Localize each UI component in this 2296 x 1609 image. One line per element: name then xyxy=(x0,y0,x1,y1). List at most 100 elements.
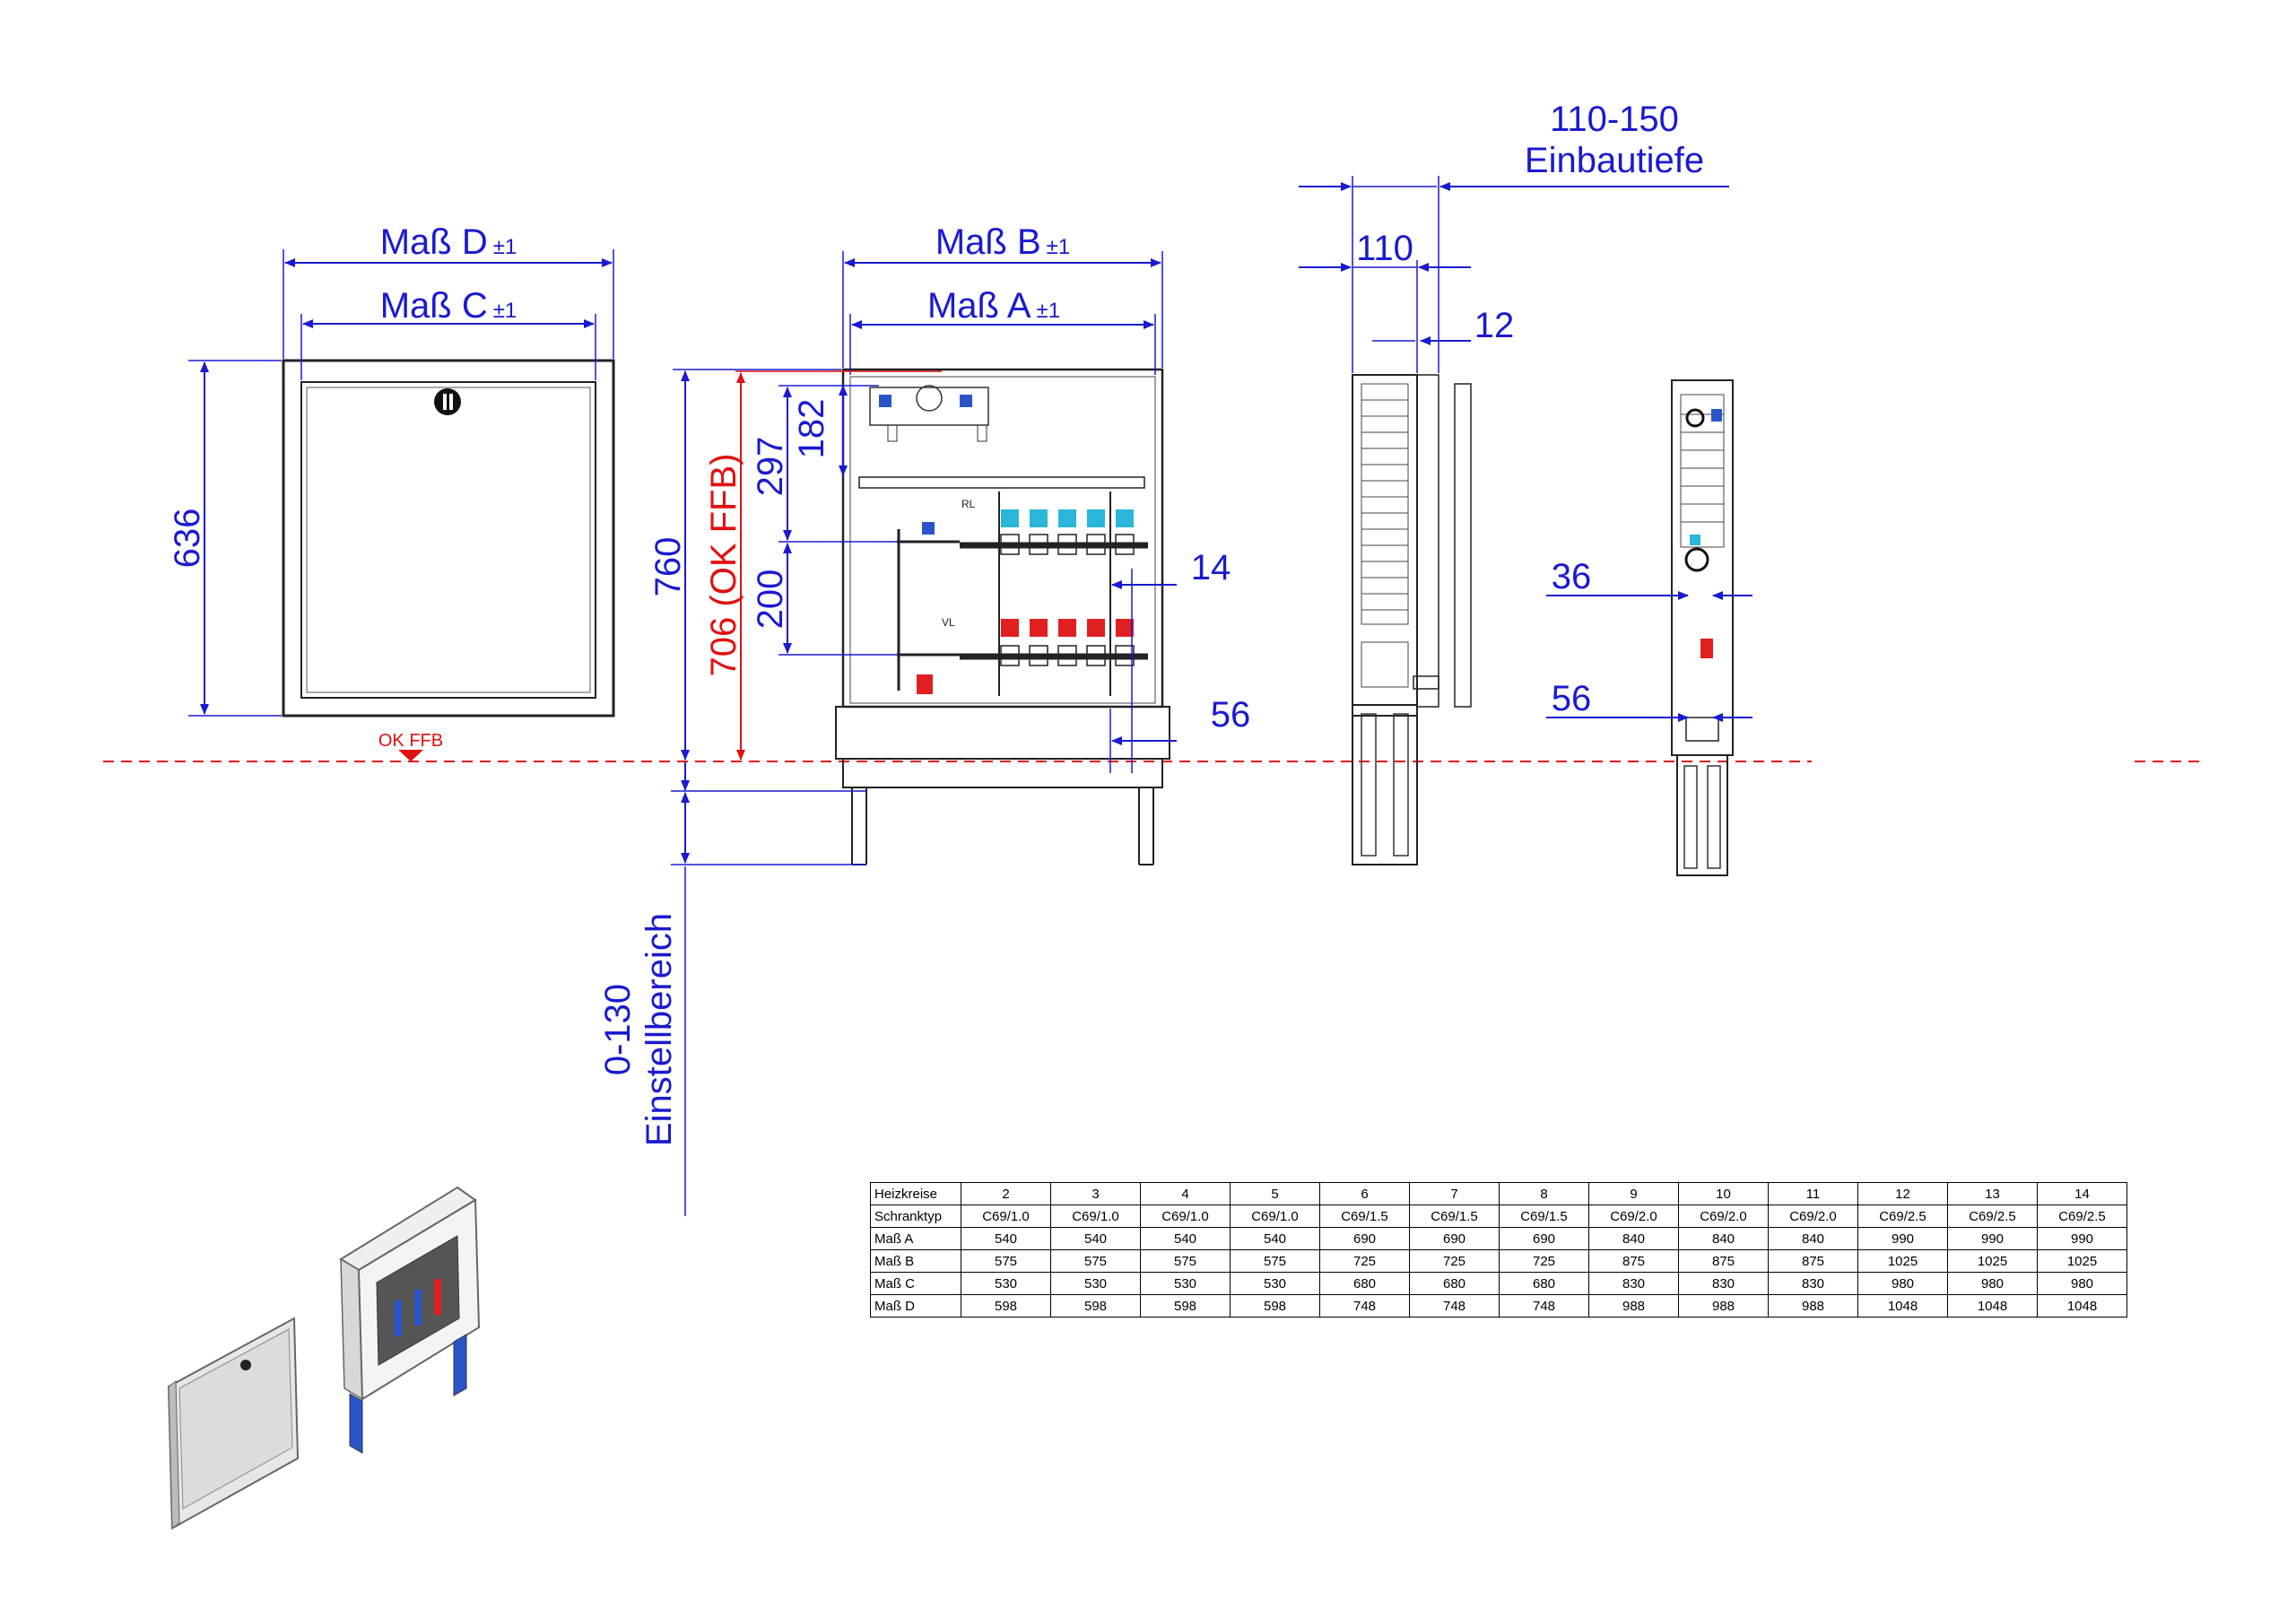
table-cell: 540 xyxy=(1230,1227,1320,1250)
ok-ffb-marker: OK FFB xyxy=(378,731,443,761)
table-cell: 680 xyxy=(1409,1272,1500,1295)
table-cell: 1025 xyxy=(1857,1249,1948,1273)
table-cell: 5 xyxy=(1230,1182,1320,1205)
product-door-illustration xyxy=(167,1317,300,1530)
table-cell: 748 xyxy=(1319,1294,1410,1318)
dim-mass-b: Maß B±1 xyxy=(842,222,1163,368)
table-cell: 14 xyxy=(2037,1182,2127,1205)
side-detail-view xyxy=(1671,379,1734,876)
svg-text:297: 297 xyxy=(751,437,790,497)
table-cell: C69/2.0 xyxy=(1678,1205,1769,1228)
dim-706: 706 (OK FFB) xyxy=(704,370,942,761)
table-cell: 725 xyxy=(1409,1249,1500,1273)
dim-mass-a: Maß A±1 xyxy=(849,286,1156,375)
top-valve-group xyxy=(869,385,989,442)
dim-14: 14 xyxy=(1111,548,1231,773)
row-label: Maß A xyxy=(870,1227,961,1250)
dim-760: 760 xyxy=(648,369,841,761)
table-cell: 830 xyxy=(1588,1272,1679,1295)
table-cell: 12 xyxy=(1857,1182,1948,1205)
table-cell: C69/2.0 xyxy=(1588,1205,1679,1228)
table-cell: C69/2.5 xyxy=(2037,1205,2127,1228)
table-cell: C69/1.5 xyxy=(1409,1205,1500,1228)
dim-mass-d: Maß D±1 xyxy=(283,222,614,359)
table-cell: 13 xyxy=(1947,1182,2038,1205)
table-cell: 830 xyxy=(1678,1272,1769,1295)
svg-text:12: 12 xyxy=(1474,306,1515,345)
table-cell: 690 xyxy=(1499,1227,1589,1250)
table-cell: 2 xyxy=(961,1182,1051,1205)
table-cell: C69/1.5 xyxy=(1319,1205,1410,1228)
table-cell: 4 xyxy=(1140,1182,1231,1205)
row-label: Schranktyp xyxy=(870,1205,961,1228)
table-cell: 530 xyxy=(1050,1272,1141,1295)
row-label: Maß C xyxy=(870,1272,961,1295)
svg-text:14: 14 xyxy=(1191,548,1231,587)
row-label: Heizkreise xyxy=(870,1182,961,1205)
table-cell: 875 xyxy=(1588,1249,1679,1273)
svg-text:Maß D±1: Maß D±1 xyxy=(380,222,517,262)
svg-text:Maß B±1: Maß B±1 xyxy=(935,222,1070,262)
table-cell: 575 xyxy=(961,1249,1051,1273)
table-cell: 980 xyxy=(1857,1272,1948,1295)
vl-label: VL xyxy=(942,616,955,629)
table-cell: C69/2.5 xyxy=(1857,1205,1948,1228)
table-cell: 988 xyxy=(1678,1294,1769,1318)
table-cell: 11 xyxy=(1768,1182,1858,1205)
table-cell: 690 xyxy=(1319,1227,1410,1250)
dim-182: 182 xyxy=(792,385,848,476)
table-cell: 988 xyxy=(1588,1294,1679,1318)
table-cell: 530 xyxy=(961,1272,1051,1295)
table-cell: 10 xyxy=(1678,1182,1769,1205)
table-cell: 990 xyxy=(1857,1227,1948,1250)
dim-einstellbereich: 0-130 Einstellbereich xyxy=(598,762,866,1216)
table-cell: 1025 xyxy=(2037,1249,2127,1273)
table-cell: 1048 xyxy=(1857,1294,1948,1318)
table-cell: 9 xyxy=(1588,1182,1679,1205)
table-cell: 575 xyxy=(1140,1249,1231,1273)
lock-icon xyxy=(434,388,461,415)
table-cell: 598 xyxy=(1050,1294,1141,1318)
svg-text:200: 200 xyxy=(751,570,790,630)
table-cell: C69/2.0 xyxy=(1768,1205,1858,1228)
einstellbereich-label: Einstellbereich xyxy=(639,913,679,1146)
dim-200: 200 xyxy=(751,543,897,656)
return-valve-row xyxy=(1000,509,1135,555)
table-cell: 530 xyxy=(1140,1272,1231,1295)
table-cell: 830 xyxy=(1768,1272,1858,1295)
table-cell: 598 xyxy=(1230,1294,1320,1318)
svg-text:36: 36 xyxy=(1552,557,1592,596)
svg-text:636: 636 xyxy=(168,509,207,569)
table-cell: 598 xyxy=(1140,1294,1231,1318)
table-cell: C69/1.0 xyxy=(1050,1205,1141,1228)
svg-text:56: 56 xyxy=(1211,695,1251,735)
table-cell: 840 xyxy=(1768,1227,1858,1250)
table-cell: 990 xyxy=(2037,1227,2127,1250)
table-cell: 725 xyxy=(1319,1249,1410,1273)
ok-ffb-label: OK FFB xyxy=(378,731,443,751)
table-cell: 980 xyxy=(1947,1272,2038,1295)
table-cell: C69/1.0 xyxy=(1230,1205,1320,1228)
dim-110: 110 xyxy=(1299,229,1471,373)
table-cell: C69/2.5 xyxy=(1947,1205,2038,1228)
einbautiefe-label: Einbautiefe xyxy=(1525,141,1704,180)
table-cell: 3 xyxy=(1050,1182,1141,1205)
table-cell: 540 xyxy=(961,1227,1051,1250)
table-cell: 840 xyxy=(1588,1227,1679,1250)
table-cell: 8 xyxy=(1499,1182,1589,1205)
svg-text:760: 760 xyxy=(648,537,688,597)
table-cell: C69/1.0 xyxy=(961,1205,1051,1228)
svg-text:182: 182 xyxy=(792,399,831,459)
table-cell: 540 xyxy=(1050,1227,1141,1250)
dim-einbautiefe: 110-150 Einbautiefe xyxy=(1299,100,1729,373)
table-cell: 598 xyxy=(961,1294,1051,1318)
table-cell: 7 xyxy=(1409,1182,1500,1205)
table-cell: 840 xyxy=(1678,1227,1769,1250)
table-cell: 1025 xyxy=(1947,1249,2038,1273)
table-cell: 875 xyxy=(1678,1249,1769,1273)
dim-56-side: 56 xyxy=(1546,679,1752,722)
